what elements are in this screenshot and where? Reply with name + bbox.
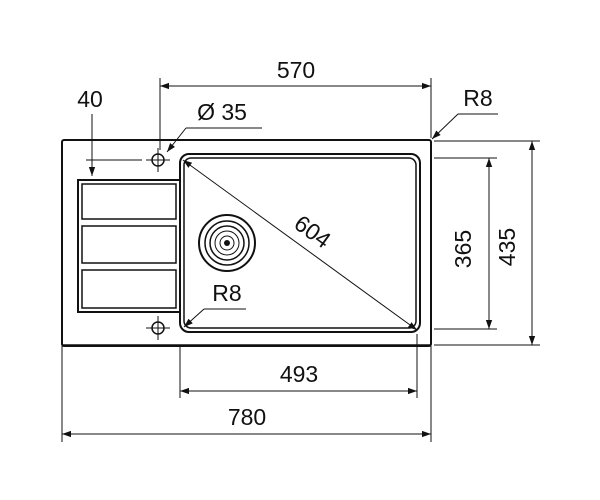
tap-hole-bottom-icon bbox=[146, 316, 170, 340]
dimension-r8-inner: R8 bbox=[183, 280, 246, 328]
tap-hole-top-icon bbox=[146, 148, 170, 172]
dimension-570: 570 bbox=[159, 57, 432, 150]
label-r8-inner: R8 bbox=[212, 280, 241, 306]
bowl-outer bbox=[179, 153, 421, 333]
strainer-drain-icon bbox=[198, 214, 256, 272]
drainer-groove-1 bbox=[81, 183, 177, 220]
drainer-groove-2 bbox=[81, 225, 177, 264]
dimension-435: 435 bbox=[434, 140, 540, 346]
label-604: 604 bbox=[290, 210, 336, 254]
dimension-tap-hole: Ø 35 bbox=[166, 99, 262, 153]
sink-outline bbox=[61, 139, 432, 347]
drainer-groove-3 bbox=[81, 269, 177, 309]
label-570: 570 bbox=[277, 57, 315, 83]
dimension-40: 40 bbox=[77, 86, 142, 176]
label-365: 365 bbox=[450, 230, 476, 268]
drainer-frame bbox=[77, 179, 181, 313]
dimension-365: 365 bbox=[434, 157, 497, 330]
label-780: 780 bbox=[228, 404, 266, 430]
dimension-780: 780 bbox=[61, 346, 432, 442]
sink-outer-edge bbox=[61, 139, 432, 347]
label-40: 40 bbox=[77, 86, 103, 112]
label-435: 435 bbox=[494, 228, 520, 266]
label-tap-hole: Ø 35 bbox=[197, 99, 247, 125]
dimension-493: 493 bbox=[179, 334, 418, 398]
label-493: 493 bbox=[280, 361, 318, 387]
dimension-r8-outer: R8 bbox=[431, 85, 498, 140]
label-r8-outer: R8 bbox=[463, 85, 492, 111]
drainer-board bbox=[77, 179, 181, 313]
